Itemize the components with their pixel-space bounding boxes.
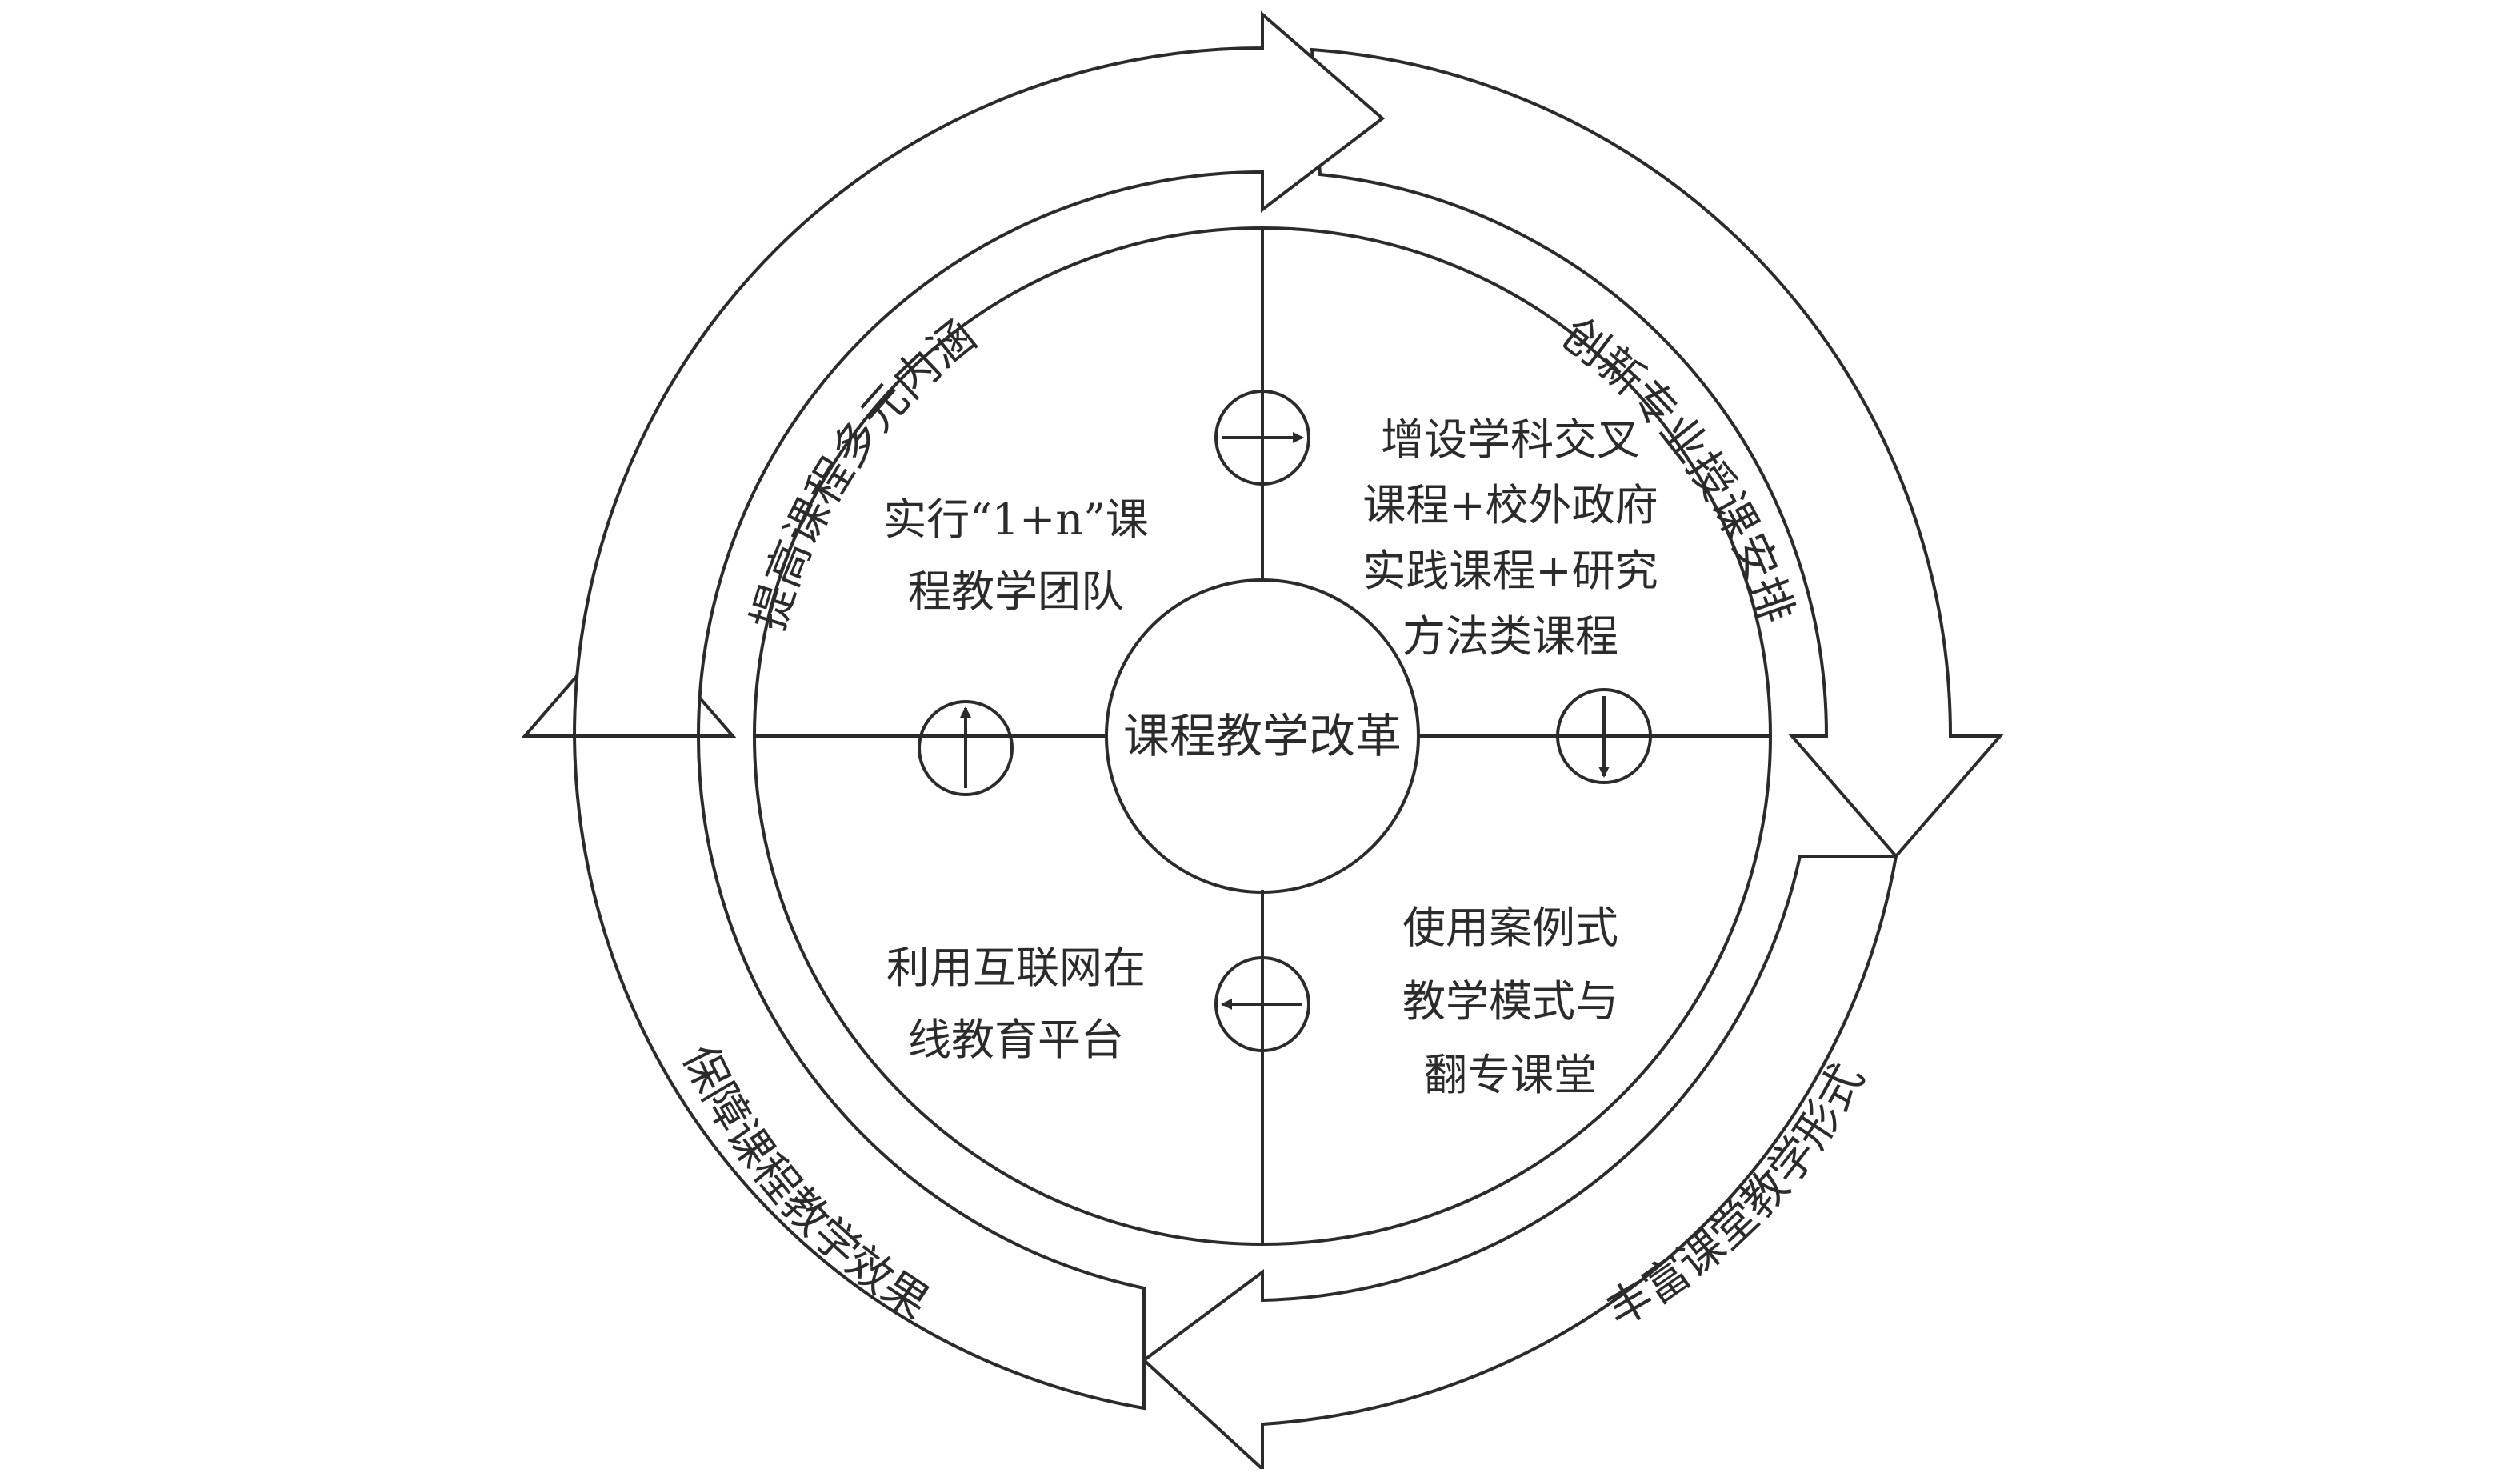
center-circle <box>1105 578 1420 894</box>
quadrant-text-line: 利用互联网在 <box>886 943 1146 993</box>
quadrant-top-right: 增设学科交叉 课程+校外政府 实践课程+研究 方法类课程 <box>1362 414 1658 662</box>
quadrant-text-line: 线教育平台 <box>908 1015 1124 1065</box>
quadrant-text-line: 教学模式与 <box>1402 976 1618 1027</box>
quadrant-bottom-left: 利用互联网在 线教育平台 <box>886 943 1146 1065</box>
arrow-left-icon <box>1214 956 1310 1052</box>
quadrant-text-line: 增设学科交叉 <box>1381 414 1640 465</box>
arrow-down-icon <box>1556 688 1652 784</box>
band-innovate <box>1310 47 2004 859</box>
quadrant-bottom-right: 使用案例式 教学模式与 翻专课堂 <box>1402 903 1618 1100</box>
arrow-up-icon <box>918 700 1014 796</box>
quadrant-text-line: 课程+校外政府 <box>1362 480 1658 530</box>
band-improve <box>572 10 1386 738</box>
quadrant-text-line: 翻专课堂 <box>1424 1050 1597 1100</box>
quadrant-text-line: 实践课程+研究 <box>1362 546 1658 596</box>
quadrant-text-line: 实行“1+n”课 <box>883 494 1149 545</box>
quadrant-top-left: 实行“1+n”课 程教学团队 <box>883 494 1149 617</box>
band-enrich <box>1141 855 1898 1473</box>
arrow-right-icon <box>1214 390 1310 486</box>
quadrant-text-line: 使用案例式 <box>1402 903 1618 953</box>
quadrant-text-line: 方法类课程 <box>1402 611 1618 662</box>
center-label: 课程教学改革 <box>1123 709 1402 763</box>
quadrant-text-line: 程教学团队 <box>908 566 1124 617</box>
